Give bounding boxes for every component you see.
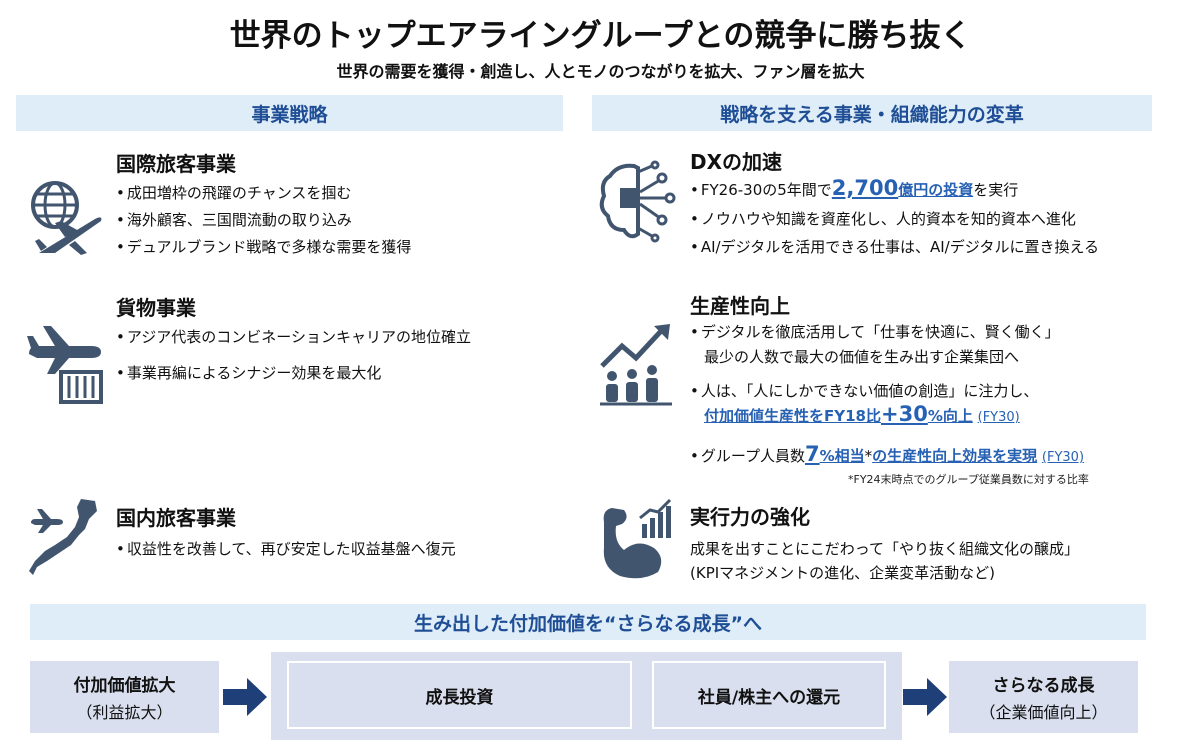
list-item: 成果を出すことにこだわって「やり抜く組織文化の醸成」 bbox=[690, 540, 1079, 558]
domestic-passenger-title: 国内旅客事業 bbox=[116, 506, 236, 530]
investment-amount: 2,700 bbox=[831, 176, 899, 200]
list-item: •デュアルブランド戦略で多様な需要を獲得 bbox=[116, 238, 412, 256]
arrow-right-icon bbox=[903, 678, 947, 716]
value-growth-header: 生み出した付加価値を“さらなる成長”へ bbox=[30, 604, 1146, 640]
globe-plane-icon bbox=[25, 175, 105, 260]
list-item: •AI/デジタルを活用できる仕事は、AI/デジタルに置き換える bbox=[690, 238, 1099, 256]
footnote: *FY24末時点でのグループ従業員数に対する比率 bbox=[848, 473, 1089, 486]
list-item: •FY26-30の5年間で2,700億円の投資を実行 bbox=[690, 176, 1019, 200]
business-strategy-header: 事業戦略 bbox=[16, 95, 563, 131]
value-expansion-box: 付加価値拡大 （利益拡大） bbox=[30, 661, 219, 733]
list-item: •アジア代表のコンビネーションキャリアの地位確立 bbox=[116, 328, 471, 346]
japan-plane-icon bbox=[25, 495, 105, 580]
international-passenger-title: 国際旅客事業 bbox=[116, 152, 236, 176]
page-subtitle: 世界の需要を獲得・創造し、人とモノのつながりを拡大、ファン層を拡大 bbox=[336, 62, 865, 81]
list-item: •成田増枠の飛躍のチャンスを掴む bbox=[116, 184, 352, 202]
productivity-target: 付加価値生産性をFY18比+30%向上 (FY30) bbox=[704, 402, 1020, 426]
execution-title: 実行力の強化 bbox=[690, 505, 810, 529]
list-item: •収益性を改善して、再び安定した収益基盤へ復元 bbox=[116, 540, 456, 558]
plane-cargo-icon bbox=[25, 320, 105, 405]
arrow-right-icon bbox=[223, 678, 267, 716]
growth-investment-box: 成長投資 bbox=[287, 661, 632, 729]
further-growth-box: さらなる成長 （企業価値向上） bbox=[949, 661, 1138, 733]
growth-people-icon bbox=[598, 322, 678, 407]
cargo-title: 貨物事業 bbox=[116, 296, 196, 320]
ai-brain-chip-icon bbox=[598, 160, 678, 245]
list-item: •デジタルを徹底活用して「仕事を快適に、賢く働く」 bbox=[690, 323, 1060, 341]
list-item: •ノウハウや知識を資産化し、人的資本を知的資本へ進化 bbox=[690, 210, 1076, 228]
productivity-title: 生産性向上 bbox=[690, 294, 790, 318]
page-title: 世界のトップエアライングループとの競争に勝ち抜く bbox=[229, 18, 972, 54]
shareholder-return-box: 社員/株主への還元 bbox=[652, 661, 886, 729]
transformation-header: 戦略を支える事業・組織能力の変革 bbox=[592, 95, 1152, 131]
list-item: •人は、「人にしかできない価値の創造」に注力し、 bbox=[690, 382, 1039, 400]
list-item: •事業再編によるシナジー効果を最大化 bbox=[116, 364, 382, 382]
list-item: 最少の人数で最大の価値を生み出す企業集団へ bbox=[704, 348, 1020, 366]
strong-arm-chart-icon bbox=[598, 498, 678, 583]
list-item: •グループ人員数7%相当*の生産性向上効果を実現 (FY30) bbox=[690, 442, 1085, 466]
dx-title: DXの加速 bbox=[690, 150, 783, 174]
list-item: (KPIマネジメントの進化、企業変革活動など) bbox=[690, 564, 996, 582]
list-item: •海外顧客、三国間流動の取り込み bbox=[116, 211, 352, 229]
